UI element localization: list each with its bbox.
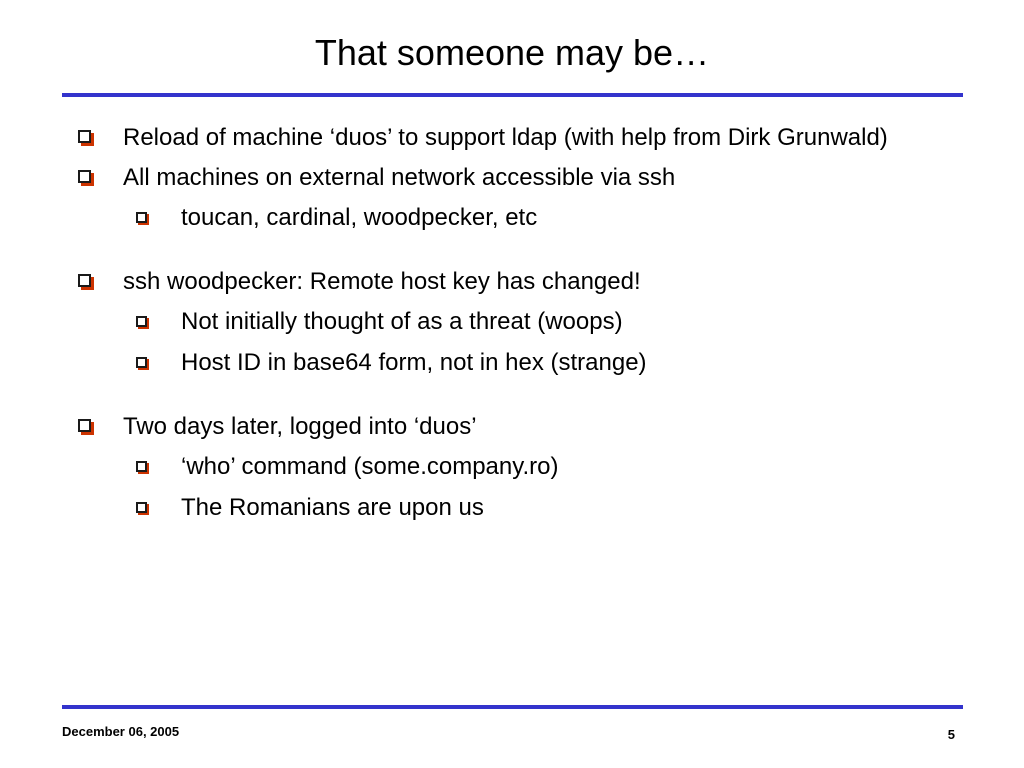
sub-bullet-item: ‘who’ command (some.company.ro)	[136, 451, 938, 483]
sub-bullet-item: The Romanians are upon us	[136, 492, 938, 524]
checkbox-bullet-icon	[136, 461, 147, 472]
slide-title: That someone may be…	[314, 32, 710, 73]
bullet-item: All machines on external network accessi…	[78, 162, 938, 194]
bullet-text: All machines on external network accessi…	[123, 164, 676, 191]
checkbox-bullet-icon	[136, 502, 147, 513]
bullet-text: ssh woodpecker: Remote host key has chan…	[123, 268, 641, 295]
checkbox-bullet-icon	[136, 316, 147, 327]
bullet-text: Reload of machine ‘duos’ to support ldap…	[123, 124, 888, 151]
bullet-text: Two days later, logged into ‘duos’	[123, 413, 477, 440]
bullet-item: ssh woodpecker: Remote host key has chan…	[78, 266, 938, 298]
checkbox-bullet-icon	[136, 212, 147, 223]
sub-bullet-text: toucan, cardinal, woodpecker, etc	[181, 204, 538, 231]
sub-bullet-text: ‘who’ command (some.company.ro)	[181, 453, 559, 480]
footer-divider	[62, 705, 963, 709]
checkbox-bullet-icon	[136, 357, 147, 368]
title-divider	[62, 93, 963, 97]
bullet-list: Reload of machine ‘duos’ to support ldap…	[78, 122, 938, 533]
sub-bullet-item: Host ID in base64 form, not in hex (stra…	[136, 347, 938, 379]
checkbox-bullet-icon	[78, 170, 91, 183]
sub-bullet-text: The Romanians are upon us	[181, 494, 484, 521]
page-number: 5	[947, 727, 955, 742]
checkbox-bullet-icon	[78, 130, 91, 143]
sub-bullet-item: toucan, cardinal, woodpecker, etc	[136, 202, 938, 234]
checkbox-bullet-icon	[78, 274, 91, 287]
sub-bullet-item: Not initially thought of as a threat (wo…	[136, 306, 938, 338]
bullet-item: Two days later, logged into ‘duos’	[78, 411, 938, 443]
checkbox-bullet-icon	[78, 419, 91, 432]
footer-date: December 06, 2005	[62, 724, 180, 739]
sub-bullet-text: Not initially thought of as a threat (wo…	[181, 308, 623, 335]
sub-bullet-text: Host ID in base64 form, not in hex (stra…	[181, 349, 647, 376]
bullet-item: Reload of machine ‘duos’ to support ldap…	[78, 122, 938, 154]
